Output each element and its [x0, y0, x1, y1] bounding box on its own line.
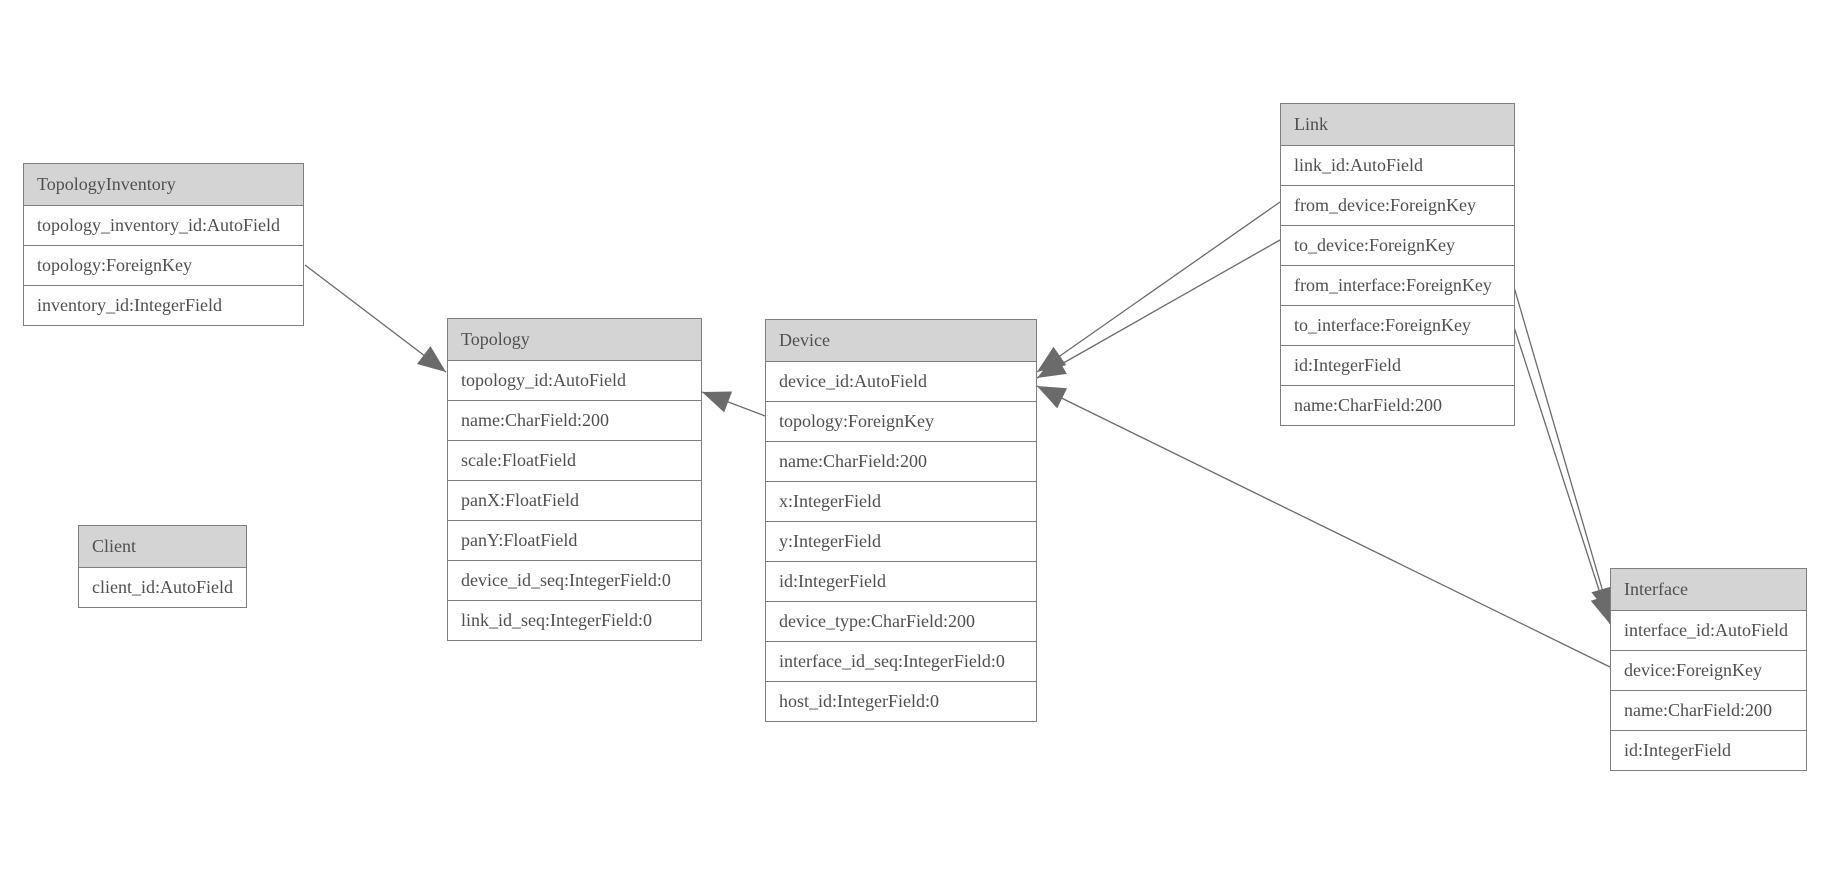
relation-device-topology [701, 391, 766, 417]
entity-field-row: device_id:AutoField [766, 362, 1036, 402]
entity-field-row: link_id:AutoField [1281, 146, 1514, 186]
entity-title-device: Device [766, 320, 1036, 362]
entity-field-row: id:IntegerField [1281, 346, 1514, 386]
entity-field-row: name:CharField:200 [766, 442, 1036, 482]
entity-client: Client client_id:AutoField [78, 525, 247, 608]
entity-field-row: id:IntegerField [766, 562, 1036, 602]
relation-link-to_interface-interface [1513, 326, 1613, 625]
entity-field-row: from_interface:ForeignKey [1281, 266, 1514, 306]
entity-field-row: name:CharField:200 [1294, 395, 1442, 415]
entity-field-row: scale:FloatField [448, 441, 701, 481]
entity-field-row: id:IntegerField [1624, 740, 1731, 760]
entity-field-row: to_device:ForeignKey [1281, 226, 1514, 266]
entity-field-row: device:ForeignKey [1611, 651, 1806, 691]
entity-field-row: device_id_seq:IntegerField:0 [448, 561, 701, 601]
relation-link-from_interface-interface [1513, 286, 1613, 617]
entity-field-row: to_interface:ForeignKey [1281, 306, 1514, 346]
entity-title-interface: Interface [1611, 569, 1806, 611]
entity-field-row: interface_id:AutoField [1611, 611, 1806, 651]
entity-title-topology-inventory: TopologyInventory [24, 164, 303, 206]
entity-field-row: topology:ForeignKey [766, 402, 1036, 442]
entity-field-row: x:IntegerField [766, 482, 1036, 522]
entity-field-row: device_type:CharField:200 [766, 602, 1036, 642]
entity-field-row: from_device:ForeignKey [1281, 186, 1514, 226]
entity-title-topology: Topology [448, 319, 701, 361]
relation-interface-device [1036, 385, 1611, 668]
entity-field-row: y:IntegerField [766, 522, 1036, 562]
relation-link-to_device-device [1036, 239, 1281, 379]
entity-title-client: Client [79, 526, 246, 568]
entity-field-row: panY:FloatField [448, 521, 701, 561]
entity-field-row: interface_id_seq:IntegerField:0 [766, 642, 1036, 682]
entity-field-row: inventory_id:IntegerField [37, 295, 222, 315]
entity-field-row: link_id_seq:IntegerField:0 [461, 610, 652, 630]
relation-link-from_device-device [1036, 201, 1281, 373]
entity-field-row: name:CharField:200 [448, 401, 701, 441]
entity-field-row: topology_id:AutoField [448, 361, 701, 401]
entity-title-link: Link [1281, 104, 1514, 146]
entity-field-row: topology:ForeignKey [24, 246, 303, 286]
entity-field-row: name:CharField:200 [1611, 691, 1806, 731]
relation-topologyinventory-topology [304, 264, 447, 373]
entity-field-row: topology_inventory_id:AutoField [24, 206, 303, 246]
entity-field-row: client_id:AutoField [92, 577, 233, 597]
entity-field-row: panX:FloatField [448, 481, 701, 521]
entity-field-row: host_id:IntegerField:0 [779, 691, 939, 711]
